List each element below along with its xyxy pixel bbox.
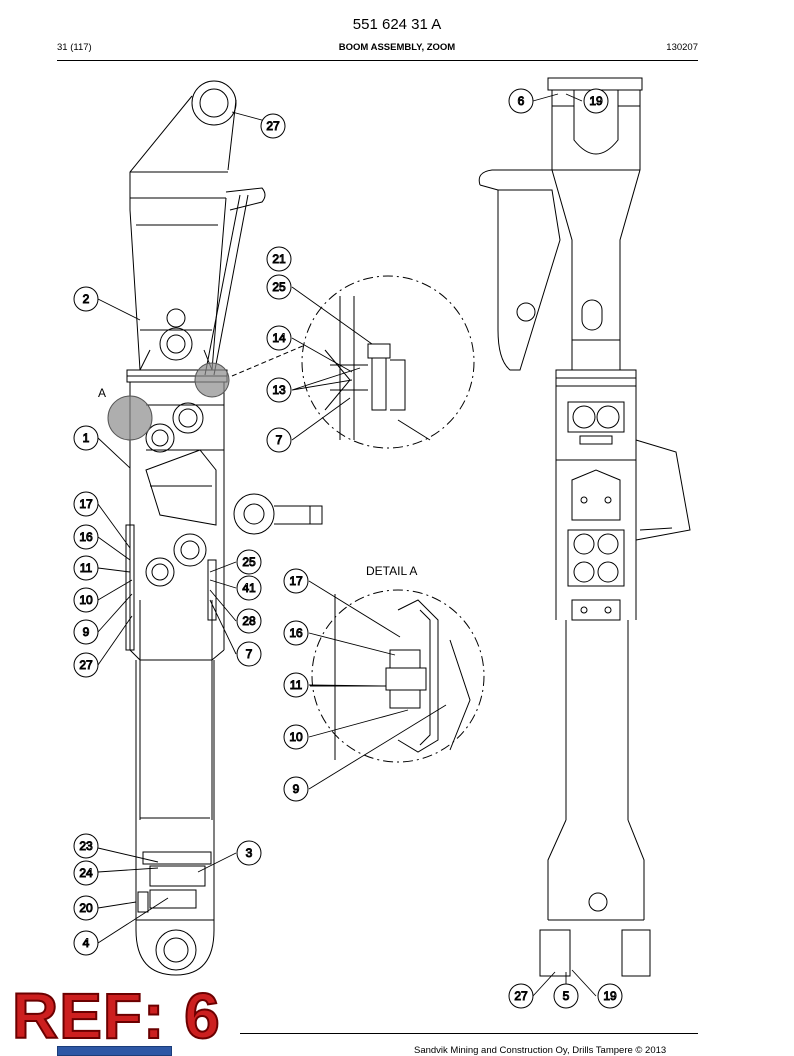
callout-left-4: 4 xyxy=(73,930,99,956)
svg-text:3: 3 xyxy=(246,846,253,860)
callout-left-41: 41 xyxy=(236,575,262,601)
callout-zoom-14: 14 xyxy=(266,325,292,351)
left-boom-view xyxy=(107,80,323,976)
right-boom-view xyxy=(478,77,691,977)
callout-zoom-21: 21 xyxy=(266,246,292,272)
callout-left-7: 7 xyxy=(236,641,262,667)
svg-text:9: 9 xyxy=(293,782,300,796)
svg-text:13: 13 xyxy=(272,383,286,397)
svg-text:23: 23 xyxy=(79,839,93,853)
zoom-detail-upper xyxy=(301,275,475,449)
callout-zoom-13: 13 xyxy=(266,377,292,403)
ref-stamp: REF: 6 xyxy=(11,980,221,1052)
svg-text:2: 2 xyxy=(83,292,90,306)
svg-text:21: 21 xyxy=(272,252,286,266)
page-title: BOOM ASSEMBLY, ZOOM xyxy=(338,42,456,53)
callout-left-9: 9 xyxy=(73,619,99,645)
date-code: 130207 xyxy=(666,42,698,53)
svg-text:11: 11 xyxy=(290,678,303,692)
callout-left-23: 23 xyxy=(73,833,99,859)
callout-zoom-25: 25 xyxy=(266,274,292,300)
svg-text:7: 7 xyxy=(246,647,253,661)
footer-rule xyxy=(240,1033,698,1034)
callout-detail-17: 17 xyxy=(283,568,309,594)
callout-right-27: 27 xyxy=(508,983,534,1009)
page-number: 31 (117) xyxy=(57,42,92,53)
callout-left-16: 16 xyxy=(73,524,99,550)
svg-text:41: 41 xyxy=(242,581,256,595)
svg-text:4: 4 xyxy=(83,936,90,950)
svg-text:20: 20 xyxy=(79,901,93,915)
callout-left-20: 20 xyxy=(73,895,99,921)
svg-text:7: 7 xyxy=(276,433,283,447)
svg-text:17: 17 xyxy=(79,497,93,511)
svg-text:19: 19 xyxy=(589,94,603,108)
detail-a xyxy=(310,589,485,763)
callout-balloons: 27 2 1 17 16 11 10 9 27 25 41 28 7 23 24… xyxy=(73,88,623,1009)
callout-left-3: 3 xyxy=(236,840,262,866)
callout-right-19: 19 xyxy=(583,88,609,114)
callout-left-27b: 27 xyxy=(73,652,99,678)
svg-text:1: 1 xyxy=(83,431,90,445)
svg-text:5: 5 xyxy=(563,989,570,1003)
svg-text:16: 16 xyxy=(289,626,303,640)
callout-detail-10: 10 xyxy=(283,724,309,750)
svg-text:14: 14 xyxy=(272,331,286,345)
svg-text:27: 27 xyxy=(514,989,528,1003)
svg-text:6: 6 xyxy=(518,94,525,108)
header-rule xyxy=(57,60,698,61)
svg-text:10: 10 xyxy=(79,593,93,607)
svg-text:19: 19 xyxy=(603,989,617,1003)
callout-left-11: 11 xyxy=(73,555,99,581)
callout-detail-9: 9 xyxy=(283,776,309,802)
svg-text:24: 24 xyxy=(79,866,93,880)
svg-text:11: 11 xyxy=(80,561,93,575)
svg-text:25: 25 xyxy=(272,280,286,294)
svg-text:9: 9 xyxy=(83,625,90,639)
callout-detail-16: 16 xyxy=(283,620,309,646)
view-a-label: A xyxy=(98,386,106,400)
callout-right-6: 6 xyxy=(508,88,534,114)
leader-lines xyxy=(97,93,597,997)
callout-right-5: 5 xyxy=(553,983,579,1009)
svg-text:17: 17 xyxy=(289,574,303,588)
footer-copyright: Sandvik Mining and Construction Oy, Dril… xyxy=(414,1045,667,1056)
callout-zoom-7: 7 xyxy=(266,427,292,453)
svg-text:27: 27 xyxy=(79,658,93,672)
svg-text:25: 25 xyxy=(242,555,256,569)
detail-a-label: DETAIL A xyxy=(366,564,417,578)
callout-left-17: 17 xyxy=(73,491,99,517)
callout-left-10: 10 xyxy=(73,587,99,613)
callout-left-28: 28 xyxy=(236,608,262,634)
callout-right-19b: 19 xyxy=(597,983,623,1009)
company-logo xyxy=(57,1046,172,1056)
callout-left-27: 27 xyxy=(260,113,286,139)
svg-text:10: 10 xyxy=(289,730,303,744)
svg-text:28: 28 xyxy=(242,614,256,628)
callout-left-1: 1 xyxy=(73,425,99,451)
svg-text:27: 27 xyxy=(266,119,280,133)
callout-detail-11: 11 xyxy=(283,672,309,698)
svg-text:16: 16 xyxy=(79,530,93,544)
callout-left-24: 24 xyxy=(73,860,99,886)
document-number: 551 624 31 A xyxy=(352,16,442,33)
callout-left-2: 2 xyxy=(73,286,99,312)
callout-left-25: 25 xyxy=(236,549,262,575)
